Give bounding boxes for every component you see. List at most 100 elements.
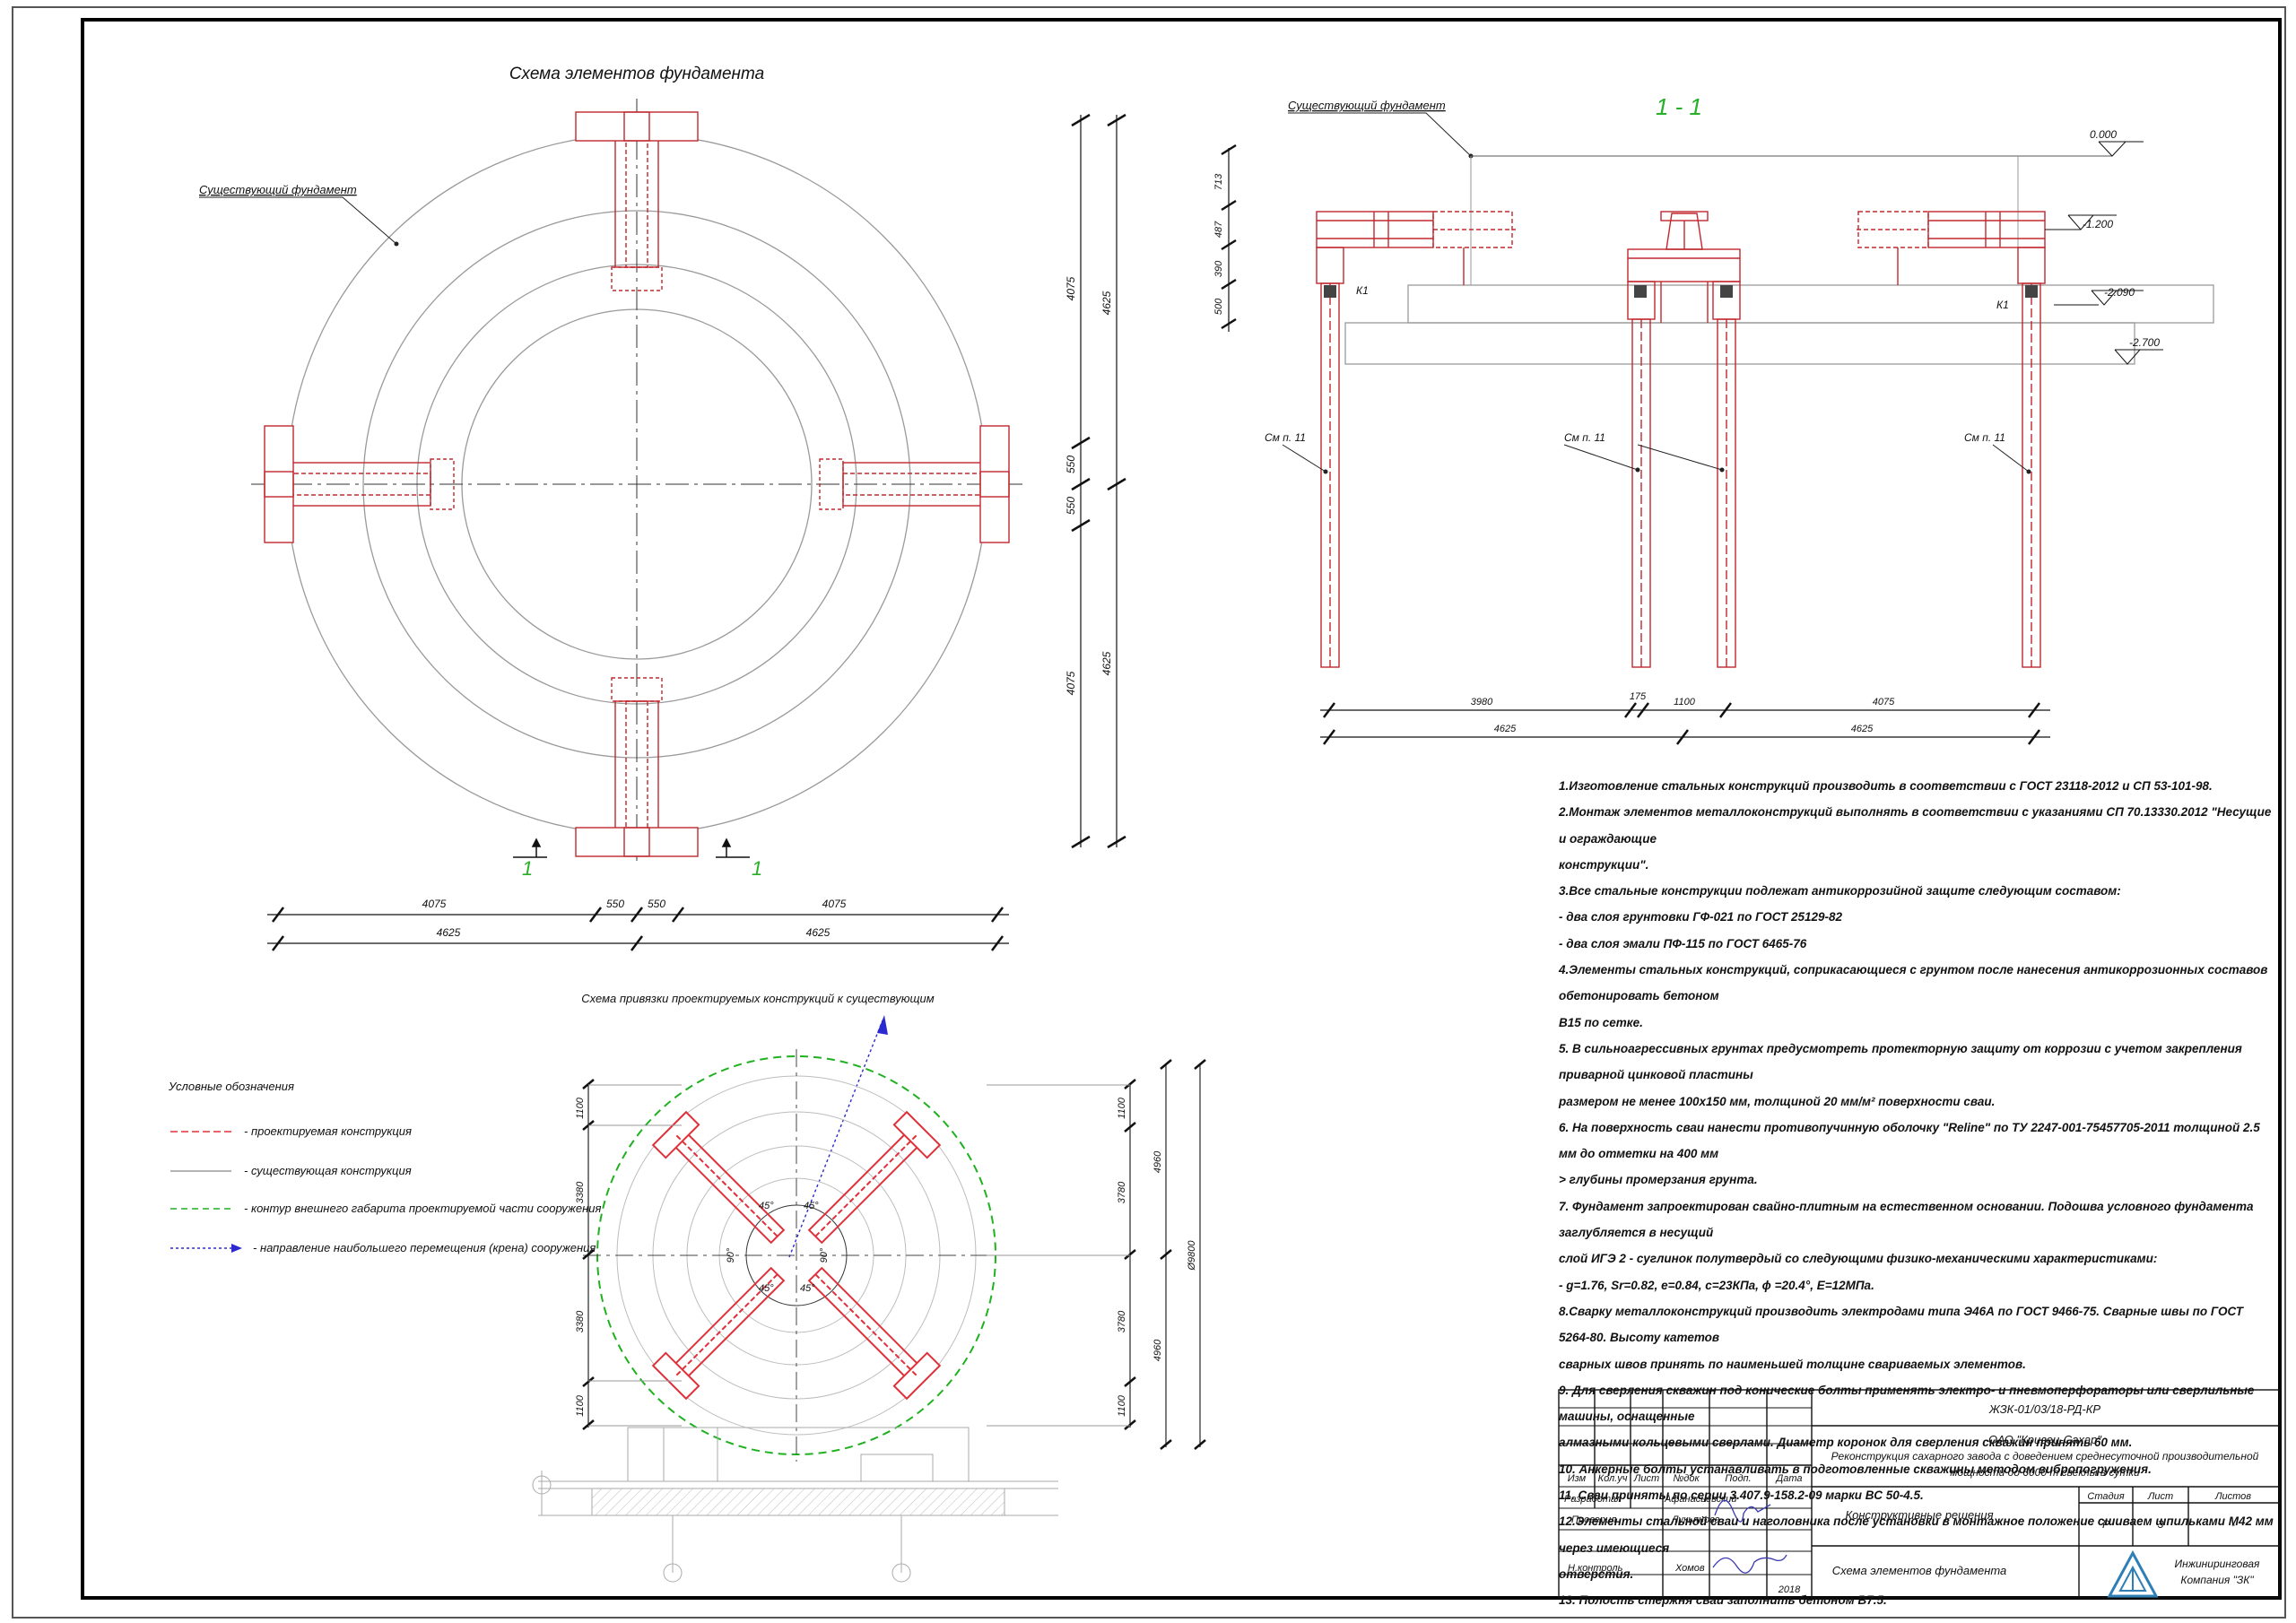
plan-dim-r1: 4075 bbox=[1065, 276, 1077, 300]
foundation-plan: Схема элементов фундамента bbox=[199, 65, 1126, 951]
sheet-outer-border bbox=[12, 6, 2286, 1619]
section-dims-left bbox=[1221, 143, 1237, 332]
legend-text-3: - контур внешнего габарита проектируемой… bbox=[244, 1202, 601, 1215]
bind-dim-l4: 1100 bbox=[575, 1394, 586, 1417]
stamp-h-izm: Изм bbox=[1568, 1473, 1587, 1484]
note-line: 9. Для сверления скважин под конические … bbox=[1559, 1383, 2255, 1424]
plan-dim-r6: 4625 bbox=[1100, 651, 1113, 675]
plan-dim-b1: 4075 bbox=[422, 898, 447, 910]
legend-text-1: - проектируемая конструкция bbox=[244, 1124, 412, 1138]
stamp-desc-1: Реконструкция сахарного завода с доведен… bbox=[1831, 1450, 2259, 1462]
bind-dim-r5: 4960 bbox=[1152, 1150, 1163, 1173]
section-piles bbox=[1320, 282, 2041, 668]
bind-diameter: Ø9800 bbox=[1187, 1240, 1197, 1271]
sec-dim-b2: 175 bbox=[1630, 691, 1647, 702]
note-line: > глубины промерзания грунта. bbox=[1559, 1173, 1758, 1187]
bind-dim-l2: 3380 bbox=[575, 1181, 586, 1203]
stamp-stage-h: Стадия bbox=[2087, 1491, 2124, 1502]
angle-5: 45° bbox=[759, 1283, 774, 1294]
stamp-sheets-h: Листов bbox=[2214, 1491, 2251, 1502]
legend-arrow-4 bbox=[231, 1244, 242, 1253]
note-line: 11. Сваи приняты по серии 3.407.9-158.2-… bbox=[1559, 1488, 1924, 1503]
stamp-h-ndok: №док bbox=[1673, 1473, 1700, 1484]
angle-1: 45° bbox=[759, 1201, 774, 1211]
sec-dim-b1: 3980 bbox=[1471, 697, 1493, 707]
level-0000: 0.000 bbox=[2090, 128, 2117, 141]
node-label-right: К1 bbox=[1996, 299, 2009, 311]
angle-2: 45° bbox=[804, 1201, 819, 1211]
section-cap-center bbox=[1627, 211, 1741, 323]
existing-footing bbox=[1344, 322, 2135, 365]
section-nodes bbox=[1324, 285, 2038, 298]
plan-dim-b2: 550 bbox=[606, 898, 624, 910]
plan-dim-r2: 550 bbox=[1065, 456, 1077, 473]
stamp-h-list: Лист bbox=[1633, 1473, 1659, 1484]
note-line: сварных швов принять по наименьшей толщи… bbox=[1559, 1357, 2026, 1371]
stamp-sheet-h: Лист bbox=[2147, 1491, 2173, 1502]
note-line: 12.Элементы стальной сваи и наголовника … bbox=[1559, 1515, 2274, 1555]
section-title: 1 - 1 bbox=[1656, 93, 1702, 120]
legend-text-4: - направление наибольшего перемещения (к… bbox=[253, 1241, 596, 1254]
note-line: конструкции". bbox=[1559, 857, 1649, 872]
section-ref-dots bbox=[1323, 467, 2031, 474]
sec-dim-l4: 500 bbox=[1213, 298, 1224, 315]
note-line: 5. В сильноагрессивных грунтах предусмот… bbox=[1559, 1041, 2242, 1082]
note-line: - g=1.76, Sr=0.82, e=0.84, c=23КПа, ϕ =2… bbox=[1559, 1278, 1874, 1292]
section-1-1: 1 - 1 Существующий фундамент bbox=[1213, 93, 2214, 745]
stamp-name-2: Лукьянова bbox=[1671, 1515, 1720, 1525]
plan-dim-b5: 4625 bbox=[437, 926, 461, 939]
note-line: 13. Полость стержня сваи заполнить бетон… bbox=[1559, 1593, 1887, 1608]
company-logo bbox=[2107, 1549, 2159, 1598]
bind-dim-r2: 3780 bbox=[1117, 1181, 1127, 1203]
sec-dim-b6: 4625 bbox=[1851, 724, 1874, 734]
note-line: 2.Монтаж элементов металлоконструкций вы… bbox=[1559, 805, 2272, 846]
note-line: В15 по сетке. bbox=[1559, 1015, 1643, 1029]
stamp-company-2: Компания "ЗК" bbox=[2180, 1574, 2254, 1586]
stamp-sheet-name: Схема элементов фундамента bbox=[1832, 1564, 2007, 1577]
binding-title: Схема привязки проектируемых конструкций… bbox=[581, 992, 934, 1005]
stamp-role-2: Проверил bbox=[1571, 1515, 1616, 1525]
section-existing-label: Существующий фундамент bbox=[1288, 99, 1446, 112]
plan-dim-b4: 4075 bbox=[822, 898, 847, 910]
plan-dim-r4: 4075 bbox=[1065, 671, 1077, 695]
binding-scheme: Схема привязки проектируемых конструкций… bbox=[532, 992, 1206, 1583]
ref-label-1: См п. 11 bbox=[1265, 431, 1306, 444]
bind-dim-r1: 1100 bbox=[1117, 1097, 1127, 1119]
stamp-sheets: - bbox=[2231, 1518, 2235, 1531]
plan-arm-right bbox=[819, 425, 1010, 543]
sec-dim-l3: 390 bbox=[1213, 260, 1224, 277]
angle-4: 90° bbox=[819, 1247, 830, 1263]
stamp-h-podp: Подп. bbox=[1725, 1473, 1751, 1484]
stamp-org: ОАО "Кривец-Сахар" bbox=[1988, 1433, 2102, 1446]
note-line: 10. Анкерные болты устанавливать в подго… bbox=[1559, 1462, 2152, 1476]
legend-title: Условные обозначения bbox=[168, 1080, 294, 1093]
note-line: слой ИГЭ 2 - суглинок полутвердый со сле… bbox=[1559, 1252, 2158, 1266]
node-label-left: К1 bbox=[1356, 284, 1369, 297]
stamp-name-3: Хомов bbox=[1674, 1563, 1705, 1574]
note-line: 8.Сварку металлоконструкций производить … bbox=[1559, 1304, 2243, 1345]
stamp-company-1: Инжиниринговая bbox=[2175, 1558, 2260, 1570]
note-line: алмазными кольцевыми сверлами. Диаметр к… bbox=[1559, 1436, 2133, 1450]
plan-dims-right bbox=[1071, 113, 1126, 849]
binding-arrow-head bbox=[877, 1015, 888, 1035]
note-line: 4.Элементы стальных конструкций, соприка… bbox=[1559, 963, 2268, 1003]
binding-arms bbox=[651, 1110, 942, 1401]
stamp-role-1: Разработал bbox=[1564, 1494, 1622, 1505]
level-1200: -1.200 bbox=[2083, 218, 2113, 230]
level-marks bbox=[2045, 141, 2163, 365]
plan-dim-b3: 550 bbox=[648, 898, 665, 910]
note-line: - два слоя эмали ПФ-115 по ГОСТ 6465-76 bbox=[1559, 936, 1807, 950]
plan-section-mark-right: 1 bbox=[752, 857, 762, 880]
sec-dim-b5: 4625 bbox=[1494, 724, 1517, 734]
note-line: отверстия. bbox=[1559, 1567, 1634, 1581]
stamp-role-3: Н.контроль bbox=[1568, 1563, 1623, 1574]
bind-dim-r3: 3780 bbox=[1117, 1310, 1127, 1332]
sec-dim-b3: 1100 bbox=[1674, 697, 1696, 707]
binding-dims-right bbox=[987, 1059, 1206, 1450]
legend-text-2: - существующая конструкция bbox=[244, 1164, 412, 1177]
sheet-frame bbox=[81, 18, 2282, 1600]
level-2090: -2.090 bbox=[2104, 286, 2135, 299]
note-line: размером не менее 100х150 мм, толщиной 2… bbox=[1559, 1094, 1996, 1108]
plan-existing-leader bbox=[199, 196, 397, 245]
stamp-code: ЖЗК-01/03/18-РД-КР bbox=[1988, 1402, 2100, 1416]
